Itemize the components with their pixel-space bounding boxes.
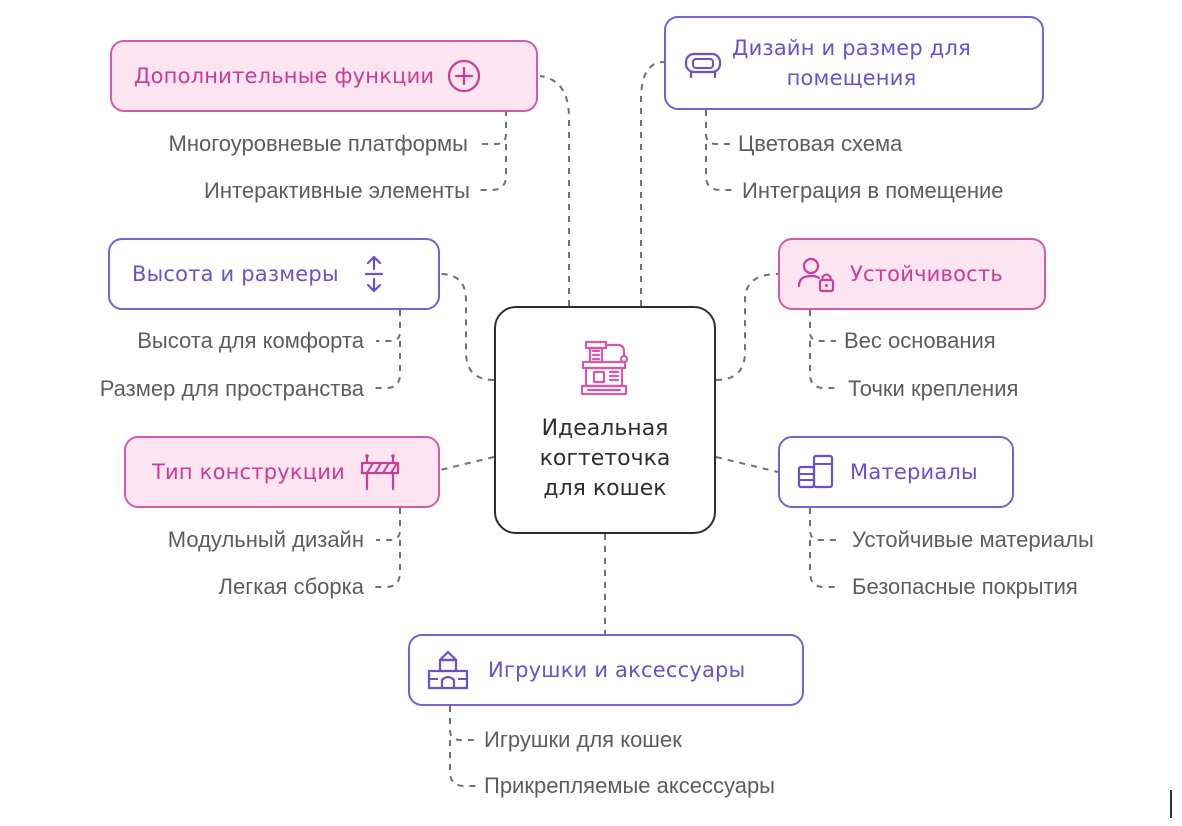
leaf-multilevel-platforms: Многоуровневые платформы	[168, 131, 468, 156]
node-toys[interactable]: Игрушки и аксессуары	[408, 634, 804, 706]
connector-extra-features	[539, 75, 570, 306]
connector-height-size	[439, 273, 495, 381]
vertical-arrows-icon	[363, 254, 385, 294]
central-node-title: Идеальная когтеточка для кошек	[539, 416, 671, 501]
node-construction[interactable]: Тип конструкции	[124, 436, 440, 508]
leaf-modular-design: Модульный дизайн	[167, 527, 364, 552]
leaf-cat-toys: Игрушки для кошек	[484, 727, 682, 752]
node-height-size-label: Высота и размеры	[132, 262, 339, 286]
node-height-size[interactable]: Высота и размеры	[108, 238, 440, 310]
leaf-attachment-points: Точки крепления	[848, 376, 1019, 401]
leaf-room-integration: Интеграция в помещение	[742, 178, 1004, 203]
node-design-size-label: Дизайн и размер для помещения	[732, 33, 971, 93]
text-cursor	[1170, 790, 1172, 818]
cat-tree-icon	[580, 338, 630, 404]
leaf-safe-coatings: Безопасные покрытия	[852, 574, 1078, 599]
leaf-durable-materials: Устойчивые материалы	[852, 527, 1094, 552]
node-design-size[interactable]: Дизайн и размер для помещения	[664, 16, 1044, 110]
user-lock-icon	[796, 254, 836, 294]
connector-materials	[715, 456, 779, 473]
node-materials-label: Материалы	[850, 460, 978, 484]
central-node[interactable]: Идеальная когтеточка для кошек	[494, 306, 716, 534]
leaf-interactive-elements: Интерактивные элементы	[204, 178, 470, 203]
node-design-size-line2: помещения	[786, 66, 917, 90]
leaf-comfort-height: Высота для комфорта	[137, 328, 364, 353]
barrier-icon	[359, 453, 401, 491]
node-extra-features-label: Дополнительные функции	[134, 64, 435, 88]
leaf-space-size: Размер для пространства	[99, 376, 364, 401]
connector-construction	[439, 456, 495, 471]
plus-circle-icon	[446, 58, 482, 94]
node-materials[interactable]: Материалы	[778, 436, 1014, 508]
connector-design-size	[640, 61, 665, 306]
leaf-easy-assembly: Легкая сборка	[218, 574, 364, 599]
stack-icon	[796, 453, 836, 491]
node-toys-label: Игрушки и аксессуары	[488, 658, 746, 682]
node-extra-features[interactable]: Дополнительные функции	[110, 40, 538, 112]
connector-stability	[715, 273, 779, 381]
node-stability-label: Устойчивость	[850, 262, 1003, 286]
leaf-attachable-accessories: Прикрепляемые аксессуары	[484, 773, 775, 798]
sofa-icon	[682, 46, 724, 80]
blocks-icon	[426, 649, 470, 691]
node-stability[interactable]: Устойчивость	[778, 238, 1046, 310]
node-design-size-line1: Дизайн и размер для	[732, 36, 971, 60]
node-construction-label: Тип конструкции	[152, 460, 345, 484]
leaf-color-scheme: Цветовая схема	[738, 131, 903, 156]
leaf-base-weight: Вес основания	[844, 328, 996, 353]
